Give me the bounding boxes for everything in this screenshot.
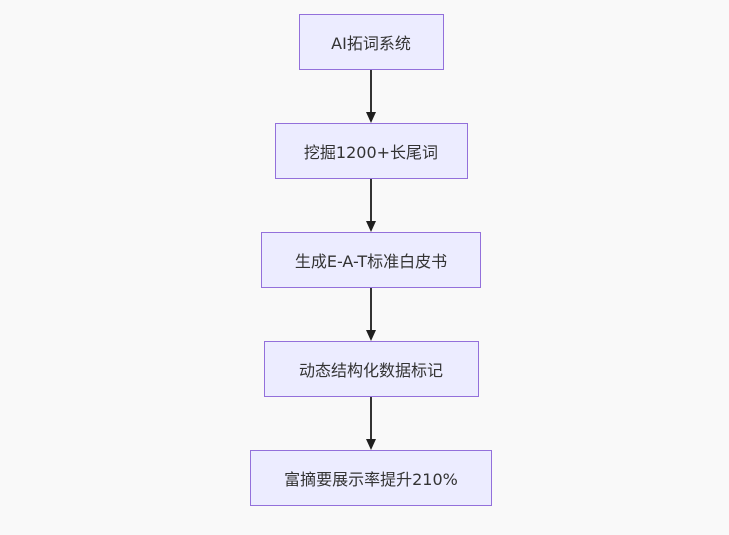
flow-node-dynamic-structured-data-markup: 动态结构化数据标记: [263, 341, 479, 397]
flow-node-rich-snippet-rate-increase: 富摘要展示率提升210%: [250, 450, 492, 506]
flow-node-eat-whitepaper-generation: 生成E-A-T标准白皮书: [261, 232, 481, 288]
flowchart: AI拓词系统 挖掘1200+长尾词 生成E-A-T标准白皮书 动态结构化数据标记…: [250, 14, 492, 506]
flow-arrow-4: [366, 397, 376, 450]
arrow-down-icon: [366, 221, 376, 232]
flow-arrow-1: [366, 70, 376, 123]
flow-arrow-2: [366, 179, 376, 232]
flow-node-longtail-keyword-mining: 挖掘1200+长尾词: [274, 123, 468, 179]
arrow-down-icon: [366, 112, 376, 123]
flow-node-ai-word-expansion-system: AI拓词系统: [298, 14, 444, 70]
arrow-down-icon: [366, 330, 376, 341]
arrow-line: [370, 397, 372, 439]
arrow-line: [370, 288, 372, 330]
arrow-line: [370, 70, 372, 112]
flow-arrow-3: [366, 288, 376, 341]
arrow-line: [370, 179, 372, 221]
arrow-down-icon: [366, 439, 376, 450]
